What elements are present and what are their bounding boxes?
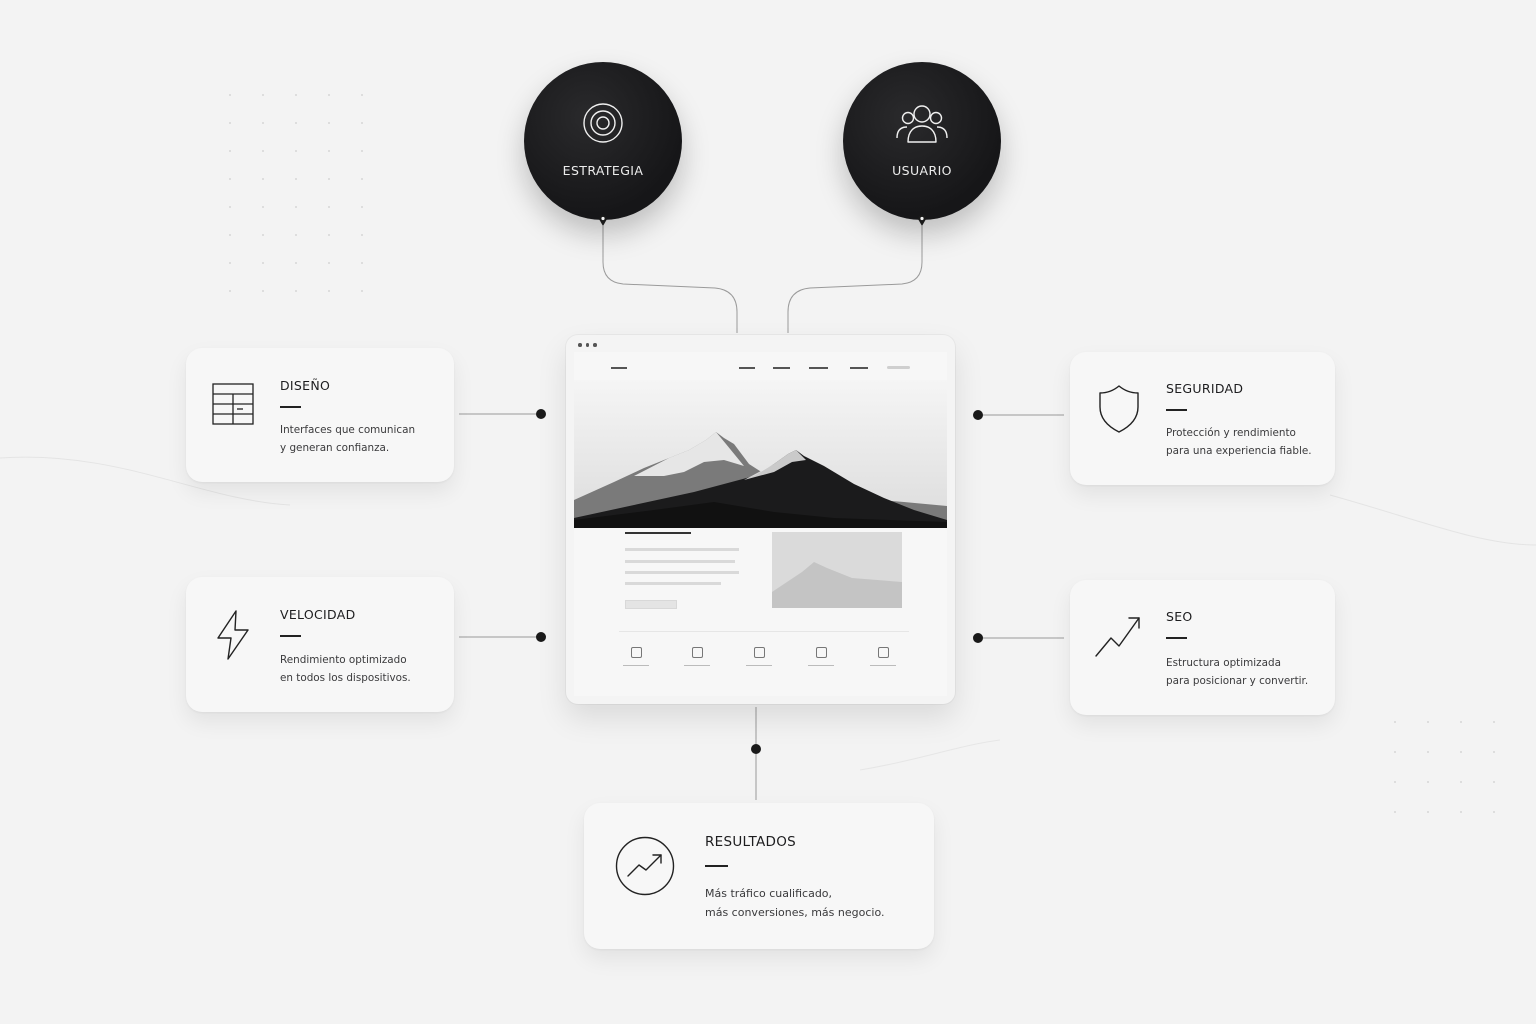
- title-rule: [1166, 409, 1187, 411]
- mockup-feature-label: [746, 665, 772, 666]
- background-curve-bottom: [859, 739, 1001, 771]
- mockup-feature-icon: [878, 647, 889, 658]
- mockup-feature-label: [623, 665, 649, 666]
- pin-icon: [918, 215, 926, 226]
- mockup-feature-icon: [631, 647, 642, 658]
- card-seo[interactable]: SEO Estructura optimizada para posiciona…: [1070, 580, 1335, 715]
- mockup-thumbnail: [772, 532, 902, 608]
- connector-dot-seguridad: [973, 410, 983, 420]
- node-estrategia[interactable]: ESTRATEGIA: [524, 62, 682, 220]
- connector-usuario: [787, 226, 923, 333]
- connector-dot-velocidad: [536, 632, 546, 642]
- connector-dot-diseno: [536, 409, 546, 419]
- connector-estrategia: [602, 226, 738, 333]
- mockup-text-line: [625, 582, 721, 585]
- mockup-feature-label: [808, 665, 834, 666]
- background-curve-right: [1329, 494, 1536, 546]
- card-description-line-1: Protección y rendimiento: [1166, 427, 1296, 439]
- shield-icon: [1099, 385, 1139, 437]
- website-mockup: [566, 335, 955, 704]
- layout-grid-icon: [212, 383, 254, 429]
- background-curve-left: [0, 456, 291, 506]
- mockup-text-line: [625, 571, 739, 574]
- card-description-line-2: para una experiencia fiable.: [1166, 445, 1312, 457]
- mockup-nav-item: [809, 367, 828, 369]
- title-rule: [280, 406, 301, 408]
- card-resultados[interactable]: RESULTADOS Más tráfico cualificado, más …: [584, 803, 934, 949]
- trending-up-icon: [1095, 616, 1141, 662]
- mockup-feature-icon: [754, 647, 765, 658]
- dot-grid-left: [229, 94, 1495, 813]
- mockup-logo: [611, 367, 627, 369]
- title-rule: [1166, 637, 1187, 639]
- mountain-hero-image: [574, 380, 947, 528]
- card-description-line-2: para posicionar y convertir.: [1166, 675, 1309, 687]
- users-icon: [895, 102, 949, 148]
- card-title: RESULTADOS: [705, 834, 797, 850]
- window-dot: [578, 343, 582, 347]
- target-icon: [582, 102, 624, 148]
- mockup-heading: [625, 532, 691, 534]
- card-title: SEGURIDAD: [1166, 381, 1244, 396]
- card-diseno[interactable]: DISEÑO Interfaces que comunican y genera…: [186, 348, 454, 482]
- mockup-nav-item: [850, 367, 868, 369]
- mockup-nav-item: [739, 367, 755, 369]
- card-description-line-1: Rendimiento optimizado: [280, 654, 407, 666]
- card-description-line-2: más conversiones, más negocio.: [705, 906, 885, 919]
- mockup-screen: [574, 352, 947, 696]
- node-label: USUARIO: [892, 163, 952, 178]
- card-description-line-2: y generan confianza.: [280, 442, 390, 454]
- connector-dot-seo: [973, 633, 983, 643]
- mockup-nav-item: [773, 367, 790, 369]
- lightning-icon: [216, 610, 250, 664]
- mockup-text-line: [625, 560, 735, 563]
- connector-dot-resultados: [751, 744, 761, 754]
- mockup-feature-icon: [816, 647, 827, 658]
- window-dot: [593, 343, 597, 347]
- card-description-line-2: en todos los dispositivos.: [280, 672, 411, 684]
- card-description-line-1: Más tráfico cualificado,: [705, 887, 833, 900]
- mockup-divider: [619, 631, 909, 632]
- card-seguridad[interactable]: SEGURIDAD Protección y rendimiento para …: [1070, 352, 1335, 485]
- window-controls: [578, 343, 597, 347]
- card-title: DISEÑO: [280, 378, 331, 393]
- mockup-feature-icon: [692, 647, 703, 658]
- pin-icon: [599, 215, 607, 226]
- node-usuario[interactable]: USUARIO: [843, 62, 1001, 220]
- mockup-nav-button: [887, 366, 910, 369]
- mockup-feature-label: [684, 665, 710, 666]
- card-description-line-1: Estructura optimizada: [1166, 657, 1281, 669]
- card-velocidad[interactable]: VELOCIDAD Rendimiento optimizado en todo…: [186, 577, 454, 712]
- card-description-line-1: Interfaces que comunican: [280, 424, 416, 436]
- title-rule: [705, 865, 728, 867]
- mockup-feature-label: [870, 665, 896, 666]
- mockup-text-line: [625, 548, 739, 551]
- node-label: ESTRATEGIA: [562, 163, 644, 178]
- window-dot: [585, 343, 589, 347]
- card-title: VELOCIDAD: [280, 607, 356, 622]
- title-rule: [280, 635, 301, 637]
- growth-circle-icon: [615, 836, 675, 900]
- mockup-cta-button: [625, 600, 677, 609]
- card-title: SEO: [1166, 609, 1193, 624]
